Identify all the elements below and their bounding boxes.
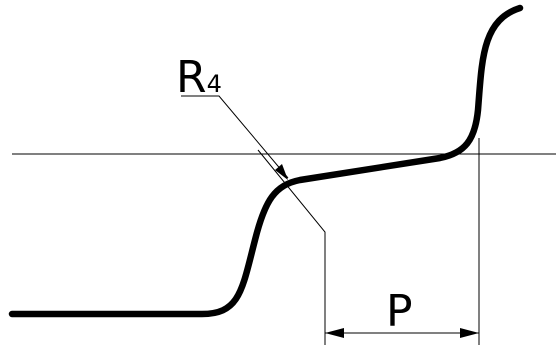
radius-label: R4	[176, 52, 222, 103]
profile-curve	[8, 4, 524, 318]
extension-line-left	[257, 149, 326, 345]
radius-leader-line	[181, 95, 289, 179]
radius-leader-arrowhead	[275, 164, 288, 180]
dimension-label: P	[386, 286, 413, 337]
radius-label-subscript: 4	[207, 70, 222, 98]
dimension-arrow-left	[325, 328, 344, 338]
dimension-arrow-right	[460, 328, 479, 338]
radius-label-letter: R	[176, 52, 207, 103]
